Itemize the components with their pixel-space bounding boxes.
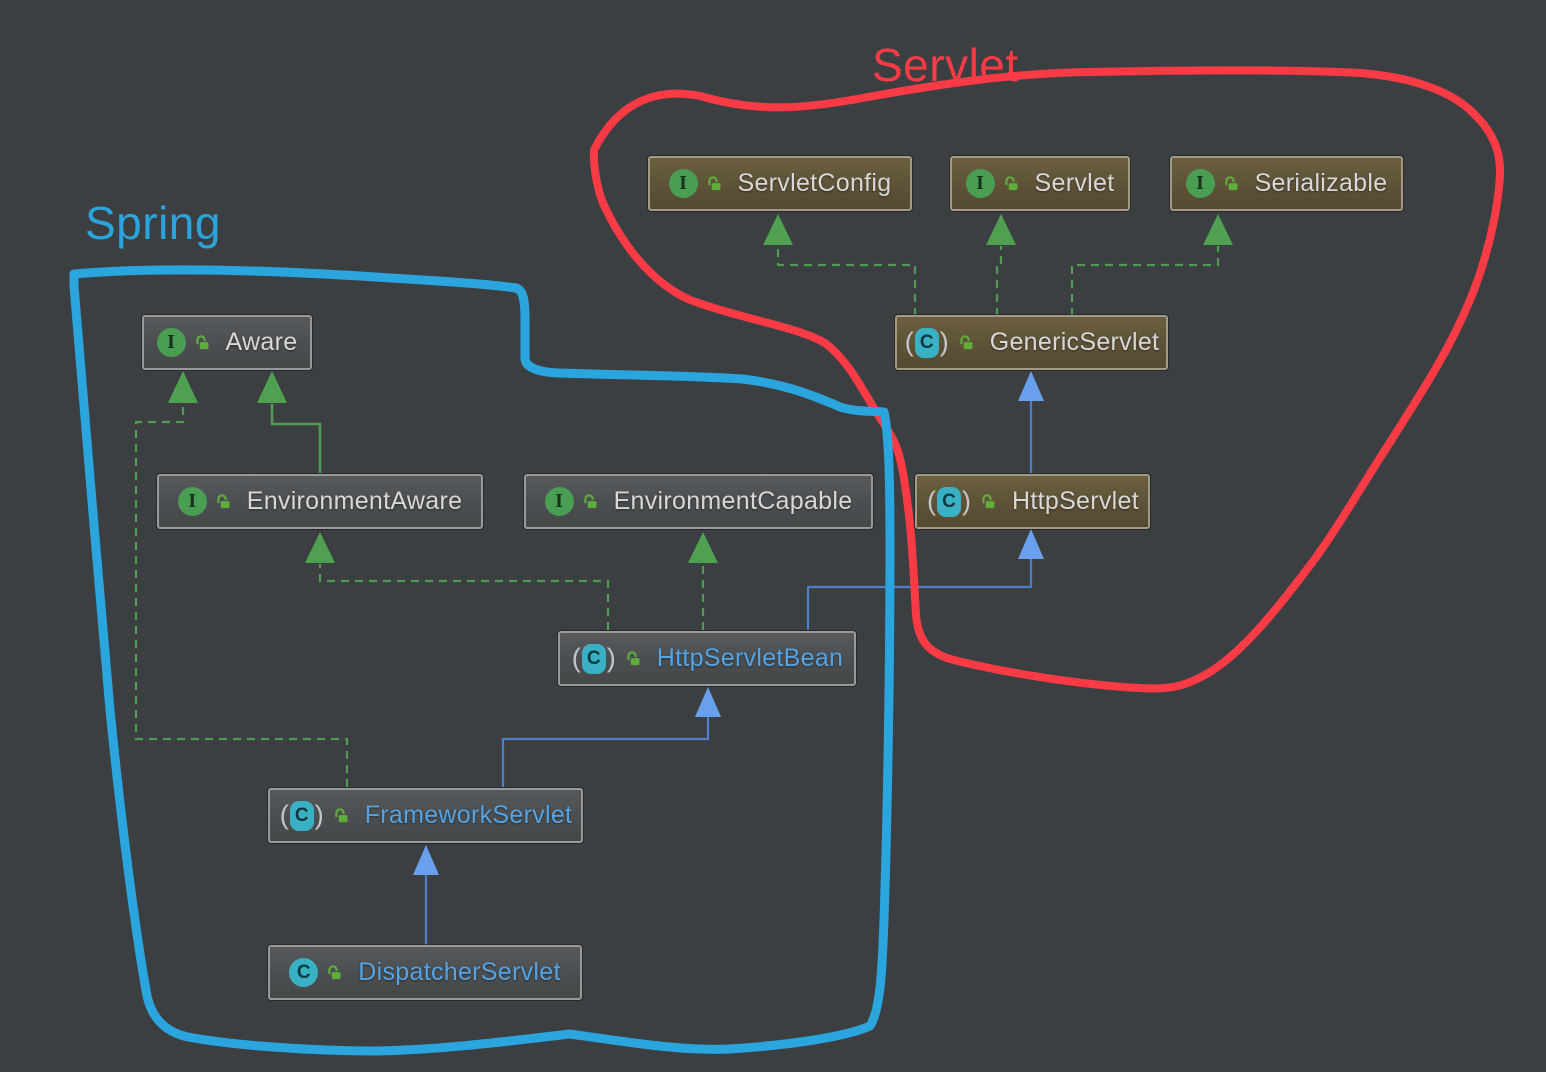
abstract-class-icon: (C) [571, 643, 616, 674]
interface-icon: I [1185, 169, 1215, 198]
public-lock-icon [333, 807, 350, 824]
public-lock-icon [958, 334, 975, 351]
spring-region-label: Spring [85, 197, 221, 249]
abstract-class-icon: (C) [904, 327, 949, 358]
class-name: Serializable [1254, 169, 1388, 197]
class-box-serializable[interactable]: I Serializable [1170, 156, 1403, 211]
class-name: HttpServlet [1012, 487, 1139, 515]
edge-httpservletbean-implements-environmentaware [318, 564, 610, 630]
class-box-genericservlet[interactable]: (C) GenericServlet [895, 315, 1168, 370]
edge-genericservlet-implements-serializable [1070, 246, 1220, 316]
interface-icon: I [668, 169, 698, 198]
extends-arrowheads [413, 371, 1044, 875]
class-box-frameworkservlet[interactable]: (C) FrameworkServlet [268, 788, 583, 843]
class-name: Aware [225, 328, 298, 356]
class-name: ServletConfig [737, 169, 892, 197]
class-name: HttpServletBean [656, 644, 844, 672]
class-box-aware[interactable]: I Aware [142, 315, 312, 370]
class-box-httpservlet[interactable]: (C) HttpServlet [915, 474, 1150, 529]
public-lock-icon [706, 175, 723, 192]
class-box-servletconfig[interactable]: I ServletConfig [648, 156, 912, 211]
class-icon: C [289, 958, 319, 987]
abstract-class-icon: (C) [927, 486, 972, 517]
abstract-class-icon: (C) [279, 800, 324, 831]
class-name: FrameworkServlet [364, 801, 573, 829]
edge-httpservletbean-extends-httpservlet [806, 559, 1033, 630]
class-box-httpservletbean[interactable]: (C) HttpServletBean [558, 631, 856, 686]
class-box-servlet[interactable]: I Servlet [950, 156, 1130, 211]
public-lock-icon [326, 964, 343, 981]
edge-genericservlet-implements-servlet [995, 246, 1003, 316]
public-lock-icon [980, 493, 997, 510]
spring-region-outline [69, 265, 895, 1056]
class-box-environmentaware[interactable]: I EnvironmentAware [157, 474, 483, 529]
class-name: GenericServlet [989, 328, 1160, 356]
class-name: Servlet [1034, 169, 1115, 197]
servlet-region-label: Servlet [872, 39, 1019, 91]
interface-icon: I [156, 328, 186, 357]
public-lock-icon [1223, 175, 1240, 192]
public-lock-icon [1003, 175, 1020, 192]
public-lock-icon [625, 650, 642, 667]
implements-arrowheads [168, 214, 1233, 563]
edge-frameworkservlet-extends-httpservletbean [501, 717, 710, 787]
class-name: DispatcherServlet [358, 958, 561, 986]
public-lock-icon [582, 493, 599, 510]
interface-icon: I [965, 169, 995, 198]
edge-frameworkservlet-implements-aware [134, 404, 349, 787]
class-name: EnvironmentAware [246, 487, 463, 515]
edge-environmentaware-extends-aware [270, 404, 322, 473]
edge-genericservlet-implements-servletconfig [776, 246, 917, 316]
class-box-environmentcapable[interactable]: I EnvironmentCapable [524, 474, 873, 529]
class-box-dispatcherservlet[interactable]: C DispatcherServlet [268, 945, 582, 1000]
interface-icon: I [544, 487, 574, 516]
public-lock-icon [194, 334, 211, 351]
public-lock-icon [215, 493, 232, 510]
interface-icon: I [177, 487, 207, 516]
class-name: EnvironmentCapable [613, 487, 853, 515]
servlet-region-outline [589, 66, 1505, 693]
